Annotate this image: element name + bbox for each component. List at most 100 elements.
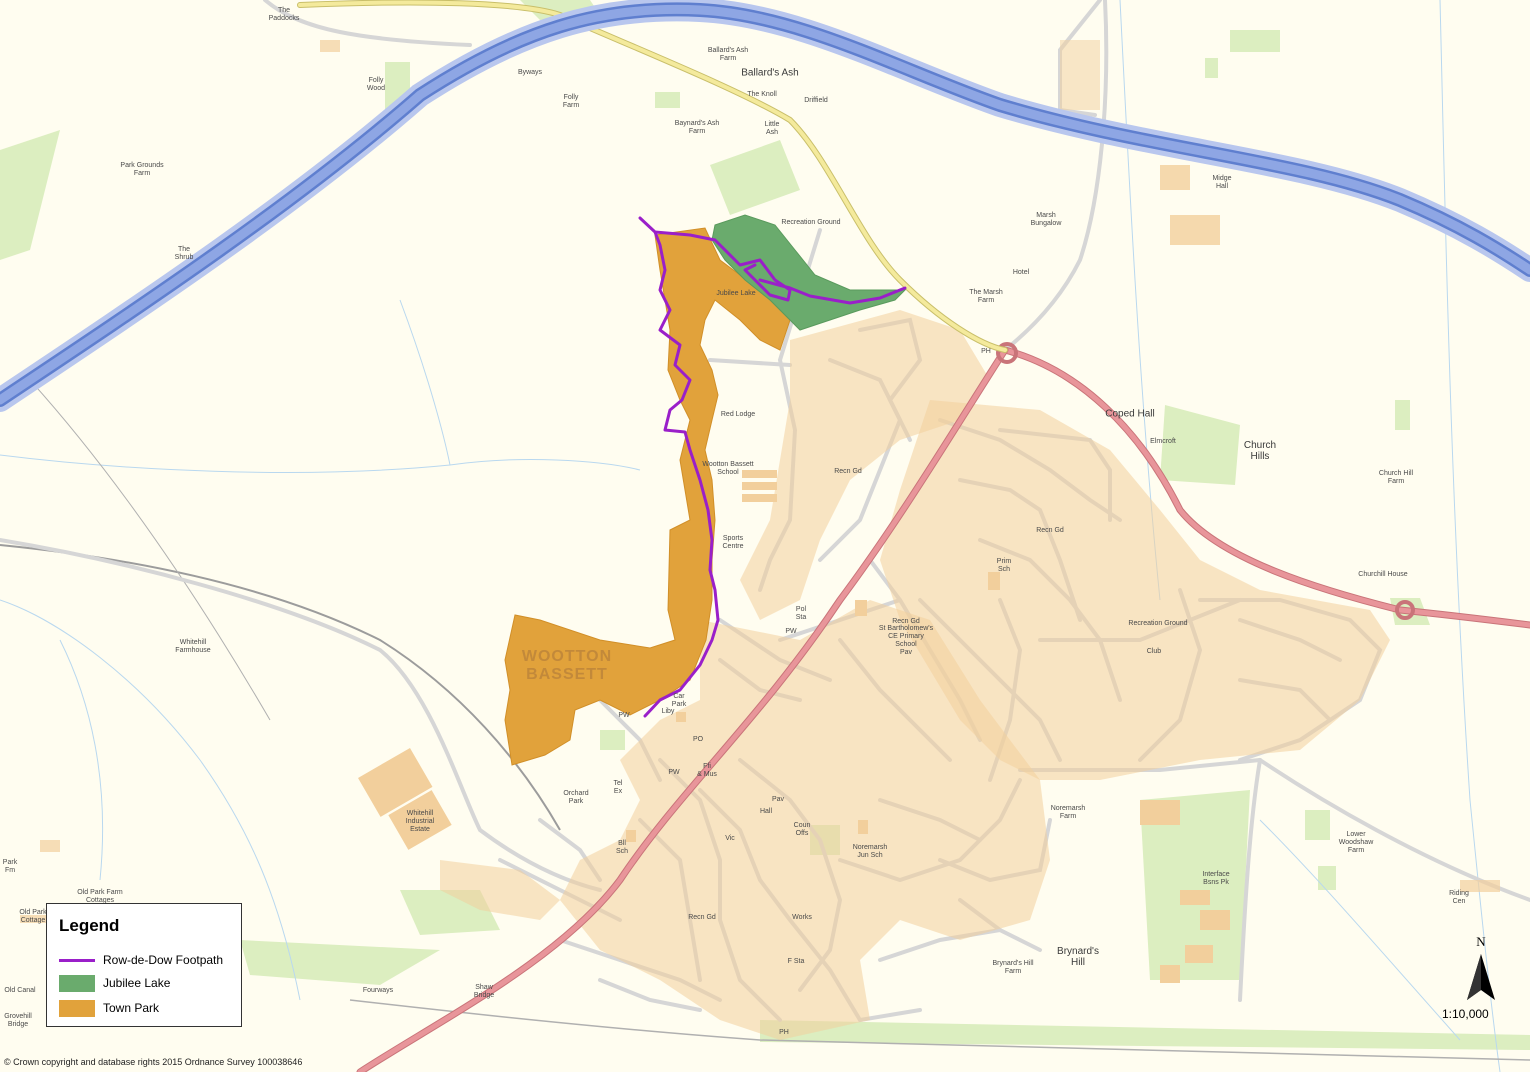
place-label: Pav bbox=[771, 796, 785, 803]
legend-item-jubilee-lake: Jubilee Lake bbox=[59, 974, 170, 992]
stream bbox=[399, 299, 451, 466]
place-label: PH bbox=[981, 348, 991, 355]
legend-swatch-town-park bbox=[59, 999, 95, 1017]
green-area bbox=[760, 1020, 1530, 1050]
place-label: Works bbox=[792, 914, 812, 921]
green-area bbox=[600, 730, 625, 750]
place-label: Noremarsh Jun Sch bbox=[852, 844, 888, 859]
place-label: Sports Centre bbox=[722, 535, 744, 550]
place-label: PH bbox=[779, 1029, 789, 1036]
place-label: Brynard's Hill bbox=[1057, 946, 1099, 968]
legend-label: Row-de-Dow Footpath bbox=[103, 953, 224, 967]
place-label: PW bbox=[618, 712, 630, 719]
place-label: Hotel bbox=[1012, 269, 1030, 276]
place-label: The Knoll bbox=[747, 91, 777, 98]
legend-swatch-footpath bbox=[59, 958, 95, 962]
green-area bbox=[1205, 58, 1218, 78]
place-label: The Marsh Farm bbox=[969, 289, 1003, 304]
place-label: Church Hill Farm bbox=[1378, 470, 1414, 485]
row-de-dow-footpath[interactable] bbox=[638, 216, 907, 718]
green-area bbox=[1230, 30, 1280, 52]
place-label: Recreation Ground bbox=[1128, 620, 1188, 627]
place-label: Fourways bbox=[362, 987, 394, 994]
place-label: Folly Wood bbox=[366, 77, 386, 92]
legend: Legend Row-de-Dow Footpath Jubilee Lake … bbox=[46, 903, 242, 1027]
place-label: Recn Gd bbox=[892, 618, 920, 625]
place-label: Tel Ex bbox=[613, 780, 623, 795]
place-label: Jubilee Lake bbox=[716, 290, 756, 297]
place-label: Marsh Bungalow bbox=[1030, 212, 1062, 227]
place-label: Bll Sch bbox=[615, 840, 629, 855]
north-letter: N bbox=[1476, 934, 1486, 949]
stream bbox=[0, 599, 301, 1001]
place-label: Recreation Ground bbox=[781, 219, 841, 226]
place-label: Wootton Bassett School bbox=[702, 461, 754, 476]
place-label: Liby bbox=[661, 708, 675, 715]
place-label: Churchill House bbox=[1358, 571, 1408, 578]
green-area bbox=[1140, 790, 1250, 980]
place-label: Folly Farm bbox=[562, 94, 580, 109]
place-label: Riding Cen bbox=[1449, 890, 1469, 905]
legend-title: Legend bbox=[59, 916, 120, 935]
place-label: PW bbox=[668, 769, 680, 776]
green-area bbox=[1318, 866, 1336, 890]
place-label: Little Ash bbox=[764, 121, 780, 136]
place-label: Hall bbox=[759, 808, 773, 815]
stream bbox=[0, 454, 641, 473]
place-label: Old Park Farm Cottages bbox=[77, 889, 123, 904]
place-label: Park Fm bbox=[2, 859, 18, 874]
motorway bbox=[0, 0, 1530, 412]
place-label: Ballard's Ash bbox=[741, 67, 799, 79]
legend-item-town-park: Town Park bbox=[59, 999, 159, 1017]
place-label: Ballard's Ash Farm bbox=[707, 47, 749, 62]
place-label: Whitehill Farmhouse bbox=[175, 639, 211, 654]
north-arrow: N bbox=[1466, 934, 1496, 1004]
b-roads bbox=[297, 0, 1008, 353]
town-park-area[interactable] bbox=[504, 227, 791, 766]
legend-item-footpath: Row-de-Dow Footpath bbox=[59, 951, 223, 969]
place-label: Whitehill Industrial Estate bbox=[405, 810, 435, 833]
place-label: Byways bbox=[517, 69, 543, 76]
a-roads bbox=[356, 342, 1530, 1072]
place-label: Prim Sch bbox=[996, 558, 1012, 573]
place-label: Orchard Park bbox=[563, 790, 589, 805]
green-area bbox=[710, 140, 800, 215]
place-label: Red Lodge bbox=[720, 411, 756, 418]
place-label: PW bbox=[785, 628, 797, 635]
place-label: Pol Sta bbox=[795, 606, 807, 621]
place-label: Midge Hall bbox=[1212, 175, 1232, 190]
place-label: Old Canal bbox=[4, 987, 36, 994]
place-label: Elmcroft bbox=[1150, 438, 1176, 445]
place-label: The Shrub bbox=[174, 246, 194, 261]
place-label: Vic bbox=[725, 835, 735, 842]
place-label: Coped Hall bbox=[1105, 408, 1155, 420]
place-label: Baynard's Ash Farm bbox=[674, 120, 720, 135]
place-label: Church Hills bbox=[1243, 440, 1277, 462]
green-area bbox=[0, 130, 60, 260]
copyright-notice: © Crown copyright and database rights 20… bbox=[4, 1057, 303, 1067]
stream bbox=[1439, 0, 1501, 1072]
place-label: Shaw Bridge bbox=[473, 984, 495, 999]
place-label: Driffield bbox=[804, 97, 828, 104]
green-area bbox=[240, 940, 440, 985]
place-label: Recn Gd bbox=[834, 468, 862, 475]
green-area bbox=[1305, 810, 1330, 840]
buildings bbox=[20, 40, 1500, 1040]
place-label: Brynard's Hill Farm bbox=[992, 960, 1034, 975]
stream bbox=[59, 639, 104, 881]
place-label: Ffi & Mus bbox=[697, 763, 717, 778]
place-label: Park Grounds Farm bbox=[120, 162, 164, 177]
place-label: Lower Woodshaw Farm bbox=[1338, 831, 1374, 854]
place-label: PO bbox=[692, 736, 704, 743]
place-label: Coun Offs bbox=[793, 822, 811, 837]
legend-swatch-jubilee-lake bbox=[59, 974, 95, 992]
green-area bbox=[655, 92, 680, 108]
place-label: Interface Bsns Pk bbox=[1202, 871, 1230, 886]
place-label: Club bbox=[1146, 648, 1162, 655]
place-label: The Paddocks bbox=[268, 7, 300, 22]
green-area bbox=[1395, 400, 1410, 430]
place-label: Old Park Cottage bbox=[19, 909, 47, 924]
stream bbox=[1259, 819, 1461, 1041]
